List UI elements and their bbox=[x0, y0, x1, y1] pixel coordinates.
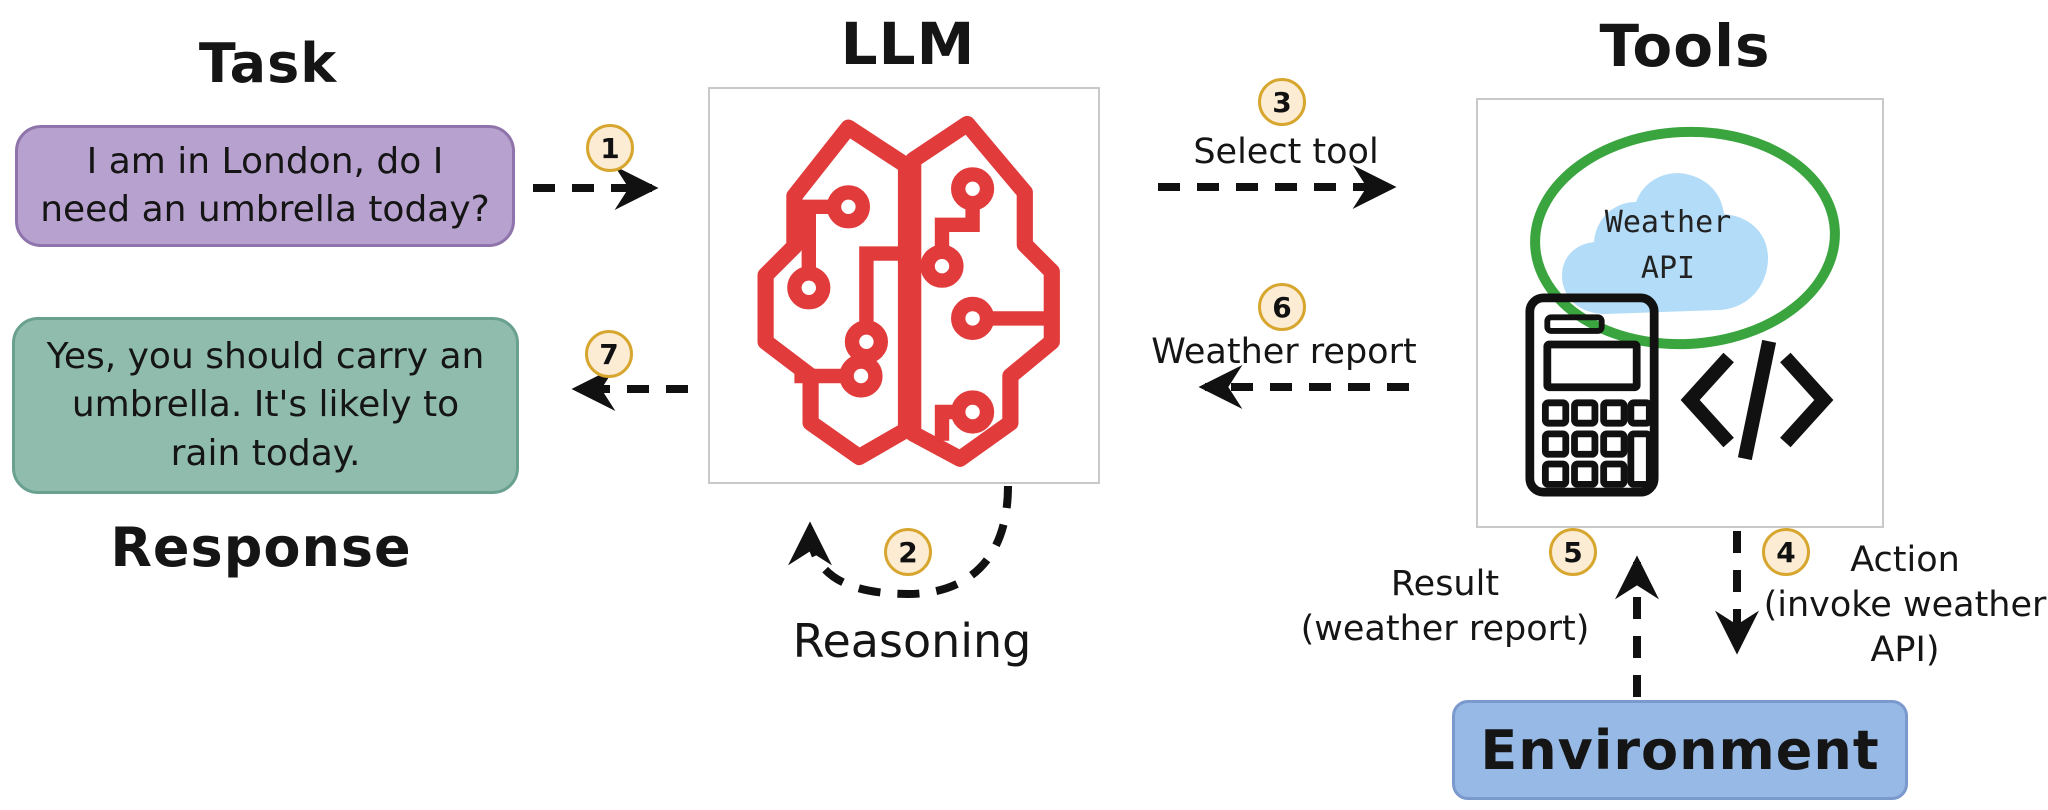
step-badge-4: 4 bbox=[1762, 528, 1810, 576]
response-line-1: Yes, you should carry an bbox=[46, 336, 485, 378]
action-line-3: API) bbox=[1870, 629, 1940, 670]
step-badge-3: 3 bbox=[1258, 78, 1306, 126]
brain-circuit-icon bbox=[757, 115, 1060, 467]
weather-report-label: Weather report bbox=[1151, 332, 1417, 372]
action-label: Action (invoke weather API) bbox=[1764, 538, 2047, 672]
response-line-3: rain today. bbox=[170, 432, 361, 474]
select-tool-label: Select tool bbox=[1193, 132, 1379, 172]
reasoning-label: Reasoning bbox=[792, 614, 1032, 668]
response-title: Response bbox=[110, 516, 412, 579]
cloud-label-line-1: Weather bbox=[1605, 205, 1731, 240]
weather-api-tool: Weather API bbox=[1530, 126, 1840, 350]
environment-label: Environment bbox=[1480, 718, 1880, 782]
step-badge-6: 6 bbox=[1258, 283, 1306, 331]
step-badge-7: 7 bbox=[585, 330, 633, 378]
task-line-2: need an umbrella today? bbox=[40, 189, 490, 230]
weather-cloud-icon bbox=[1562, 173, 1768, 314]
tools-box: Weather API bbox=[1476, 98, 1884, 528]
llm-title: LLM bbox=[840, 10, 976, 78]
step-badge-1: 1 bbox=[586, 124, 634, 172]
action-line-1: Action bbox=[1850, 540, 1960, 580]
calculator-icon bbox=[1525, 293, 1659, 497]
step-badge-5: 5 bbox=[1549, 528, 1597, 576]
llm-box bbox=[708, 87, 1100, 484]
code-icon bbox=[1680, 339, 1834, 461]
tools-title: Tools bbox=[1599, 12, 1771, 80]
response-message-box: Yes, you should carry an umbrella. It's … bbox=[12, 317, 519, 494]
response-line-2: umbrella. It's likely to bbox=[71, 384, 460, 426]
arrow-2-reasoning-loop bbox=[788, 485, 1012, 599]
step-badge-2: 2 bbox=[884, 528, 932, 576]
environment-box: Environment bbox=[1452, 700, 1908, 800]
result-line-1: Result bbox=[1390, 564, 1500, 604]
task-message-box: I am in London, do I need an umbrella to… bbox=[15, 125, 515, 247]
task-line-1: I am in London, do I bbox=[86, 140, 444, 182]
result-line-2: (weather report) bbox=[1300, 608, 1590, 649]
task-title: Task bbox=[198, 32, 338, 95]
highlight-ellipse-icon bbox=[1530, 126, 1840, 350]
result-label: Result (weather report) bbox=[1301, 562, 1590, 652]
action-line-2: (invoke weather bbox=[1763, 584, 2047, 625]
cloud-label-line-2: API bbox=[1641, 251, 1695, 286]
